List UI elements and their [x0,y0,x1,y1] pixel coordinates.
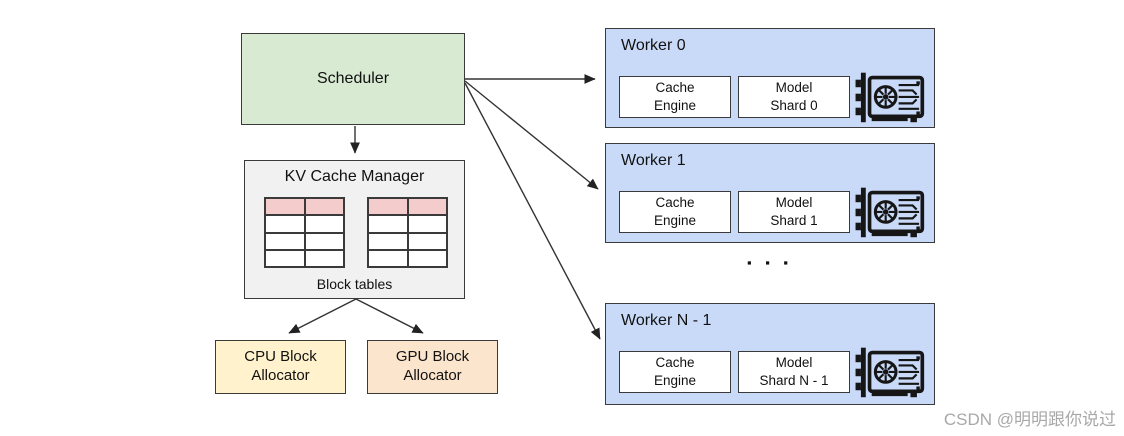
gpu-card-icon [853,70,927,126]
worker-1-title: Worker 1 [621,152,686,169]
block-table-cell [304,232,344,250]
block-table-1 [264,197,345,268]
model-shard-label-line2: Shard 1 [770,213,818,228]
model-shard-box: Model Shard 1 [738,191,850,233]
worker-0-title: Worker 0 [621,37,686,54]
worker-n-1-title: Worker N - 1 [621,312,712,329]
model-shard-label-line1: Model [775,355,813,371]
model-shard-label-line2: Shard 0 [770,98,818,113]
gpu-card-icon [853,185,927,241]
block-table-cell [407,198,447,216]
cache-engine-label-line1: Cache [655,355,695,371]
block-table-cell [407,232,447,250]
block-table-cell [265,232,305,250]
model-shard-box: Model Shard 0 [738,76,850,118]
worker-1-box: Worker 1 Cache Engine Model Shard 1 [605,143,935,243]
block-table-cell [265,215,305,233]
block-table-cell [368,198,408,216]
watermark: CSDN @明明跟你说过 [943,410,1116,429]
block-table-cell [304,215,344,233]
worker-n-1-box: Worker N - 1 Cache Engine Model Shard N … [605,303,935,405]
cpu-block-allocator-box: CPU Block Allocator [215,340,346,394]
cpu-allocator-label-line1: CPU Block [244,348,317,366]
block-table-cell [368,215,408,233]
workers-ellipsis: ▪ ▪ ▪ [746,255,794,270]
block-table-cell [368,232,408,250]
gpu-allocator-label-line2: Allocator [403,367,462,384]
cache-engine-label-line1: Cache [655,80,695,96]
cpu-allocator-label-line2: Allocator [251,367,310,384]
model-shard-label-line1: Model [775,80,813,96]
cache-engine-label-line2: Engine [653,213,697,228]
gpu-allocator-label-line1: GPU Block [395,348,470,366]
block-table-cell [407,215,447,233]
block-table-2 [367,197,448,268]
model-shard-label-line2: Shard N - 1 [759,373,829,388]
cache-engine-box: Cache Engine [619,76,731,118]
kv-cache-manager-box: KV Cache Manager Block tables [244,160,465,299]
cache-engine-label-line2: Engine [653,373,697,388]
model-shard-box: Model Shard N - 1 [738,351,850,393]
gpu-block-allocator-box: GPU Block Allocator [367,340,498,394]
worker-0-box: Worker 0 Cache Engine Model Shard 0 [605,28,935,128]
scheduler-box: Scheduler [241,33,465,125]
cache-engine-label-line1: Cache [655,195,695,211]
scheduler-label: Scheduler [316,70,390,87]
block-table-cell [407,249,447,267]
model-shard-label-line1: Model [775,195,813,211]
gpu-card-icon [853,345,927,401]
block-table-cell [265,249,305,267]
cache-engine-box: Cache Engine [619,191,731,233]
block-table-cell [304,249,344,267]
cache-engine-label-line2: Engine [653,98,697,113]
block-table-cell [368,249,408,267]
block-table-cell [265,198,305,216]
cache-engine-box: Cache Engine [619,351,731,393]
block-table-cell [304,198,344,216]
block-tables-caption: Block tables [316,276,393,292]
kv-cache-manager-title: KV Cache Manager [284,168,425,185]
